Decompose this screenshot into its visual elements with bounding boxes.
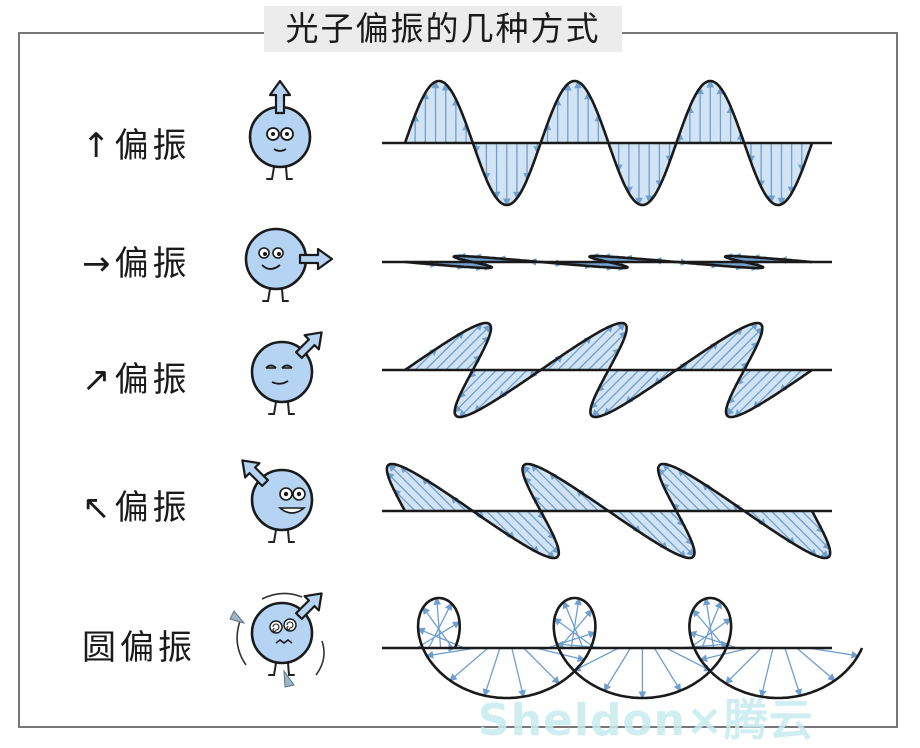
polarization-arrow-icon xyxy=(242,460,268,486)
photon-diagonal-up-icon xyxy=(252,332,322,414)
watermark-text: Sheldon×腾云 xyxy=(478,684,814,748)
field-vector-arrow xyxy=(726,648,761,683)
polarization-arrow-icon xyxy=(296,332,322,358)
photon-vertical-icon xyxy=(250,81,310,179)
wave-circular xyxy=(382,598,862,698)
photon-diagonal-down-icon xyxy=(242,460,312,542)
field-vector-arrow xyxy=(797,648,835,681)
field-vector-arrow xyxy=(524,648,559,683)
field-vector-arrow xyxy=(417,622,460,648)
wave-diagonal-up xyxy=(382,323,832,417)
wave-vertical xyxy=(382,81,832,205)
photon-horizontal-icon xyxy=(246,229,332,301)
field-vector-arrow xyxy=(437,598,441,648)
polarization-arrow-icon xyxy=(296,593,322,619)
photon-circular-icon xyxy=(230,593,324,687)
wave-diagonal-down xyxy=(382,464,832,558)
wave-horizontal xyxy=(382,256,832,268)
field-vector-arrow xyxy=(450,648,488,681)
